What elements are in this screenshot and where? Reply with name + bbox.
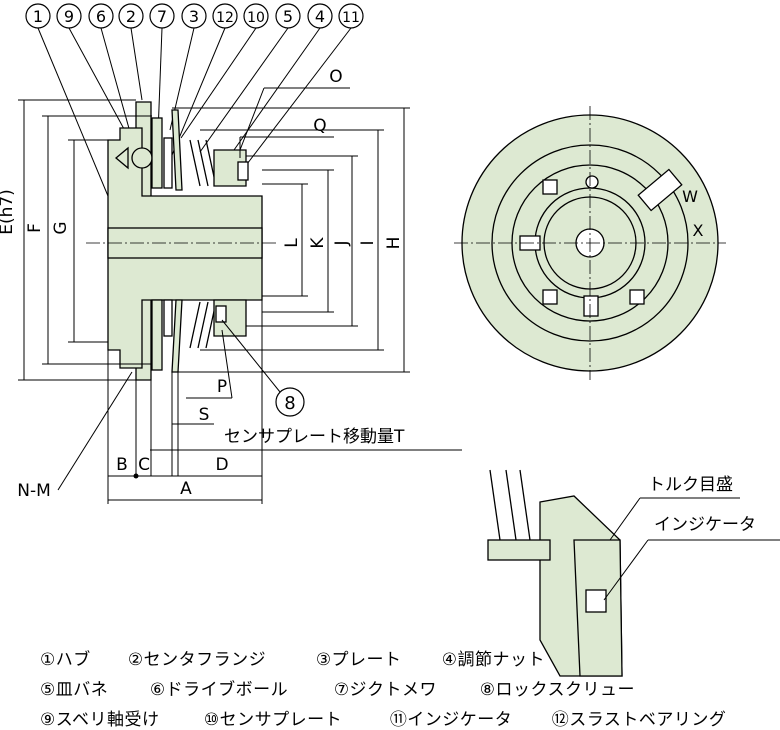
callout-8-leader xyxy=(221,319,281,393)
legend-plate: ③プレート xyxy=(315,650,402,670)
legend-indicator: ⑪インジケータ xyxy=(389,710,513,730)
label-H: H xyxy=(384,237,404,250)
legend-center-flange: ②センタフランジ xyxy=(127,650,267,670)
legend-row-2: ⑤皿バネ ⑥ドライブボール ⑦ジクトメワ ⑧ロックスクリュー xyxy=(40,675,635,700)
nm-leader xyxy=(57,371,133,491)
label-F: F xyxy=(25,223,45,233)
callout-11: 11 xyxy=(342,10,360,26)
callout-2: 2 xyxy=(126,7,136,26)
label-P: P xyxy=(217,377,227,397)
label-E: E(h7) xyxy=(0,189,17,235)
legend-thrust-bearing: ⑫スラストベアリング xyxy=(551,710,727,730)
datum-dot xyxy=(133,473,139,479)
legend-row-3: ⑨スベリ軸受け ⑩センサプレート ⑪インジケータ ⑫スラストベアリング xyxy=(40,705,726,730)
label-G: G xyxy=(51,221,71,234)
callout-4: 4 xyxy=(315,7,325,26)
callout-7: 7 xyxy=(157,7,167,26)
left-dimensions xyxy=(18,99,152,381)
legend-sensor-plate: ⑩センサプレート xyxy=(203,710,343,730)
right-dimensions xyxy=(172,107,410,373)
label-I: I xyxy=(358,240,378,245)
label-W: W xyxy=(682,187,698,206)
callout-8: 8 xyxy=(284,393,295,414)
detail-leaders xyxy=(603,497,780,601)
callout-1: 1 xyxy=(33,7,43,26)
label-B: B xyxy=(116,455,128,475)
callout-8-circle xyxy=(275,387,305,417)
label-C: C xyxy=(138,455,150,475)
label-torque-scale: トルク目盛 xyxy=(648,475,733,495)
callout-leaders xyxy=(37,27,352,197)
label-K: K xyxy=(308,237,328,249)
legend-lock-screw: ⑧ロックスクリュー xyxy=(479,680,635,700)
label-J: J xyxy=(332,240,352,246)
callout-6: 6 xyxy=(96,7,106,26)
label-A: A xyxy=(180,479,192,499)
travel-label: センサプレート移動量T xyxy=(224,427,405,447)
top-leaders xyxy=(172,87,350,425)
callout-3: 3 xyxy=(189,7,199,26)
legend-drive-ball: ⑥ドライブボール xyxy=(149,680,289,700)
legend-slide-bearing: ⑨スベリ軸受け xyxy=(40,710,160,730)
label-X: X xyxy=(693,221,704,240)
label-S: S xyxy=(199,405,210,425)
label-indicator: インジケータ xyxy=(654,515,756,535)
callout-5: 5 xyxy=(283,7,293,26)
label-Q: Q xyxy=(313,116,326,136)
legend-hub: ①ハブ xyxy=(40,650,91,670)
legend-row-1: ①ハブ ②センタフランジ ③プレート ④調節ナット xyxy=(40,645,545,670)
callout-10: 10 xyxy=(247,10,265,26)
label-O: O xyxy=(329,67,342,87)
callout-9: 9 xyxy=(64,7,74,26)
legend-adjusting-nut: ④調節ナット xyxy=(441,650,545,670)
label-D: D xyxy=(215,455,228,475)
legend-shaft-collar: ⑦ジクトメワ xyxy=(333,680,438,700)
label-L: L xyxy=(282,238,302,248)
label-NM: N-M xyxy=(17,481,51,501)
legend-disc-spring: ⑤皿バネ xyxy=(40,680,109,700)
detail-view xyxy=(487,469,623,677)
callout-12: 12 xyxy=(216,10,234,26)
